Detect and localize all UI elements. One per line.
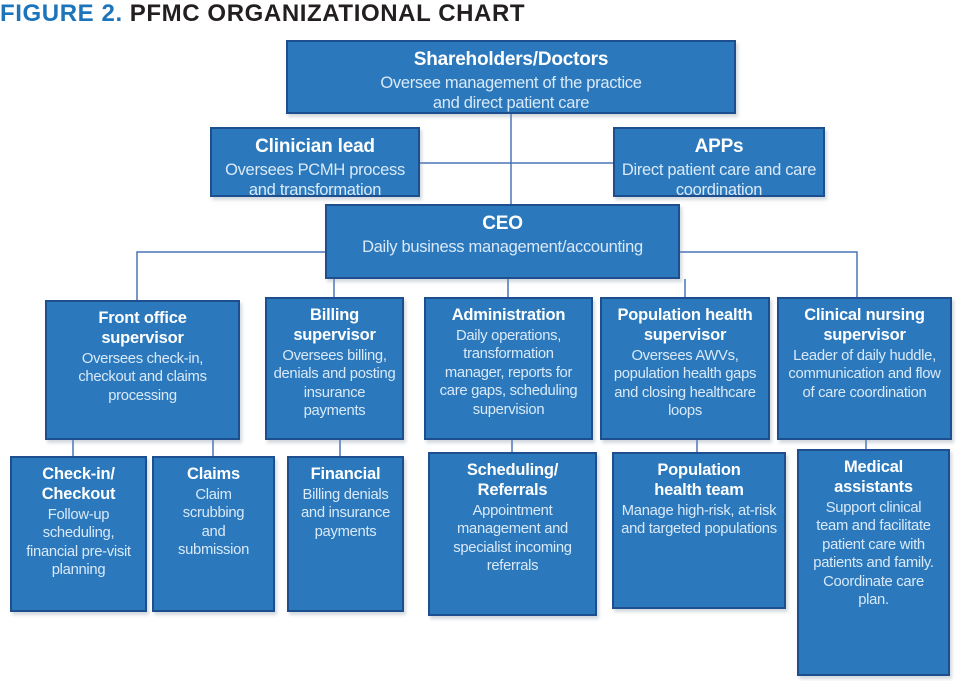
org-node-front-office-supervisor: Front office supervisor Oversees check-i… [45, 300, 240, 440]
figure-title: FIGURE 2.PFMC ORGANIZATIONAL CHART [0, 0, 525, 28]
node-body: Billing denials and insurance payments [300, 486, 391, 540]
node-heading: Clinician lead [255, 136, 375, 157]
node-body: Oversees billing, denials and posting in… [273, 347, 396, 420]
node-heading: Scheduling/ Referrals [466, 461, 559, 499]
connector-ceo-clinical-nursing [680, 251, 858, 297]
node-heading: Population health supervisor [617, 306, 753, 344]
node-heading: Population health team [654, 461, 744, 499]
node-heading: Check-in/ Checkout [41, 465, 116, 503]
figure-title-text: PFMC ORGANIZATIONAL CHART [129, 0, 526, 27]
node-body: Oversees PCMH process and transformation [225, 160, 405, 200]
org-node-population-health-team: Population health team Manage high-risk,… [612, 452, 786, 609]
node-heading: Clinical nursing supervisor [804, 306, 925, 344]
org-node-medical-assistants: Medical assistants Support clinical team… [797, 449, 950, 676]
node-heading: Medical assistants [834, 458, 913, 496]
node-heading: Administration [451, 306, 566, 324]
node-body: Support clinical team and facilitate pat… [813, 499, 934, 609]
org-node-billing-supervisor: Billing supervisor Oversees billing, den… [265, 297, 404, 440]
org-node-scheduling-referrals: Scheduling/ Referrals Appointment manage… [428, 452, 597, 616]
node-heading: Billing supervisor [293, 306, 376, 344]
org-node-apps: APPs Direct patient care and care coordi… [613, 127, 825, 199]
node-body: Daily operations, transformation manager… [439, 327, 578, 418]
figure-label: FIGURE 2. [0, 0, 123, 27]
org-node-check-in-checkout: Check-in/ Checkout Follow-up scheduling,… [10, 456, 147, 612]
org-node-shareholders-doctors: Shareholders/Doctors Oversee management … [286, 40, 736, 114]
org-node-claims: Claims Claim scrubbing and submission [152, 456, 275, 612]
node-body: Appointment management and specialist in… [453, 502, 572, 575]
node-heading: Front office supervisor [98, 309, 187, 347]
node-body: Leader of daily huddle, communication an… [788, 347, 941, 401]
node-body: Manage high-risk, at-risk and targeted p… [621, 502, 777, 538]
node-heading: Shareholders/Doctors [413, 49, 609, 70]
org-node-clinician-lead: Clinician lead Oversees PCMH process and… [210, 127, 420, 199]
node-heading: CEO [482, 213, 523, 234]
node-body: Direct patient care and care coordinatio… [621, 160, 817, 200]
org-node-ceo: CEO Daily business management/accounting [325, 204, 680, 279]
org-node-financial: Financial Billing denials and insurance … [287, 456, 404, 612]
org-node-clinical-nursing-supervisor: Clinical nursing supervisor Leader of da… [777, 297, 952, 440]
node-body: Oversees check-in, checkout and claims p… [78, 350, 207, 404]
node-body: Follow-up scheduling, financial pre-visi… [26, 506, 131, 579]
node-heading: Claims [187, 465, 240, 483]
node-body: Oversees AWVs, population health gaps an… [613, 347, 757, 420]
node-body: Oversee management of the practice and d… [380, 73, 642, 113]
node-heading: Financial [310, 465, 381, 483]
node-body: Daily business management/accounting [362, 237, 643, 256]
org-node-administration: Administration Daily operations, transfo… [424, 297, 593, 440]
node-body: Claim scrubbing and submission [177, 486, 249, 559]
connector-ceo-front-office [136, 251, 325, 300]
org-node-population-health-supervisor: Population health supervisor Oversees AW… [600, 297, 770, 440]
node-heading: APPs [694, 136, 744, 157]
